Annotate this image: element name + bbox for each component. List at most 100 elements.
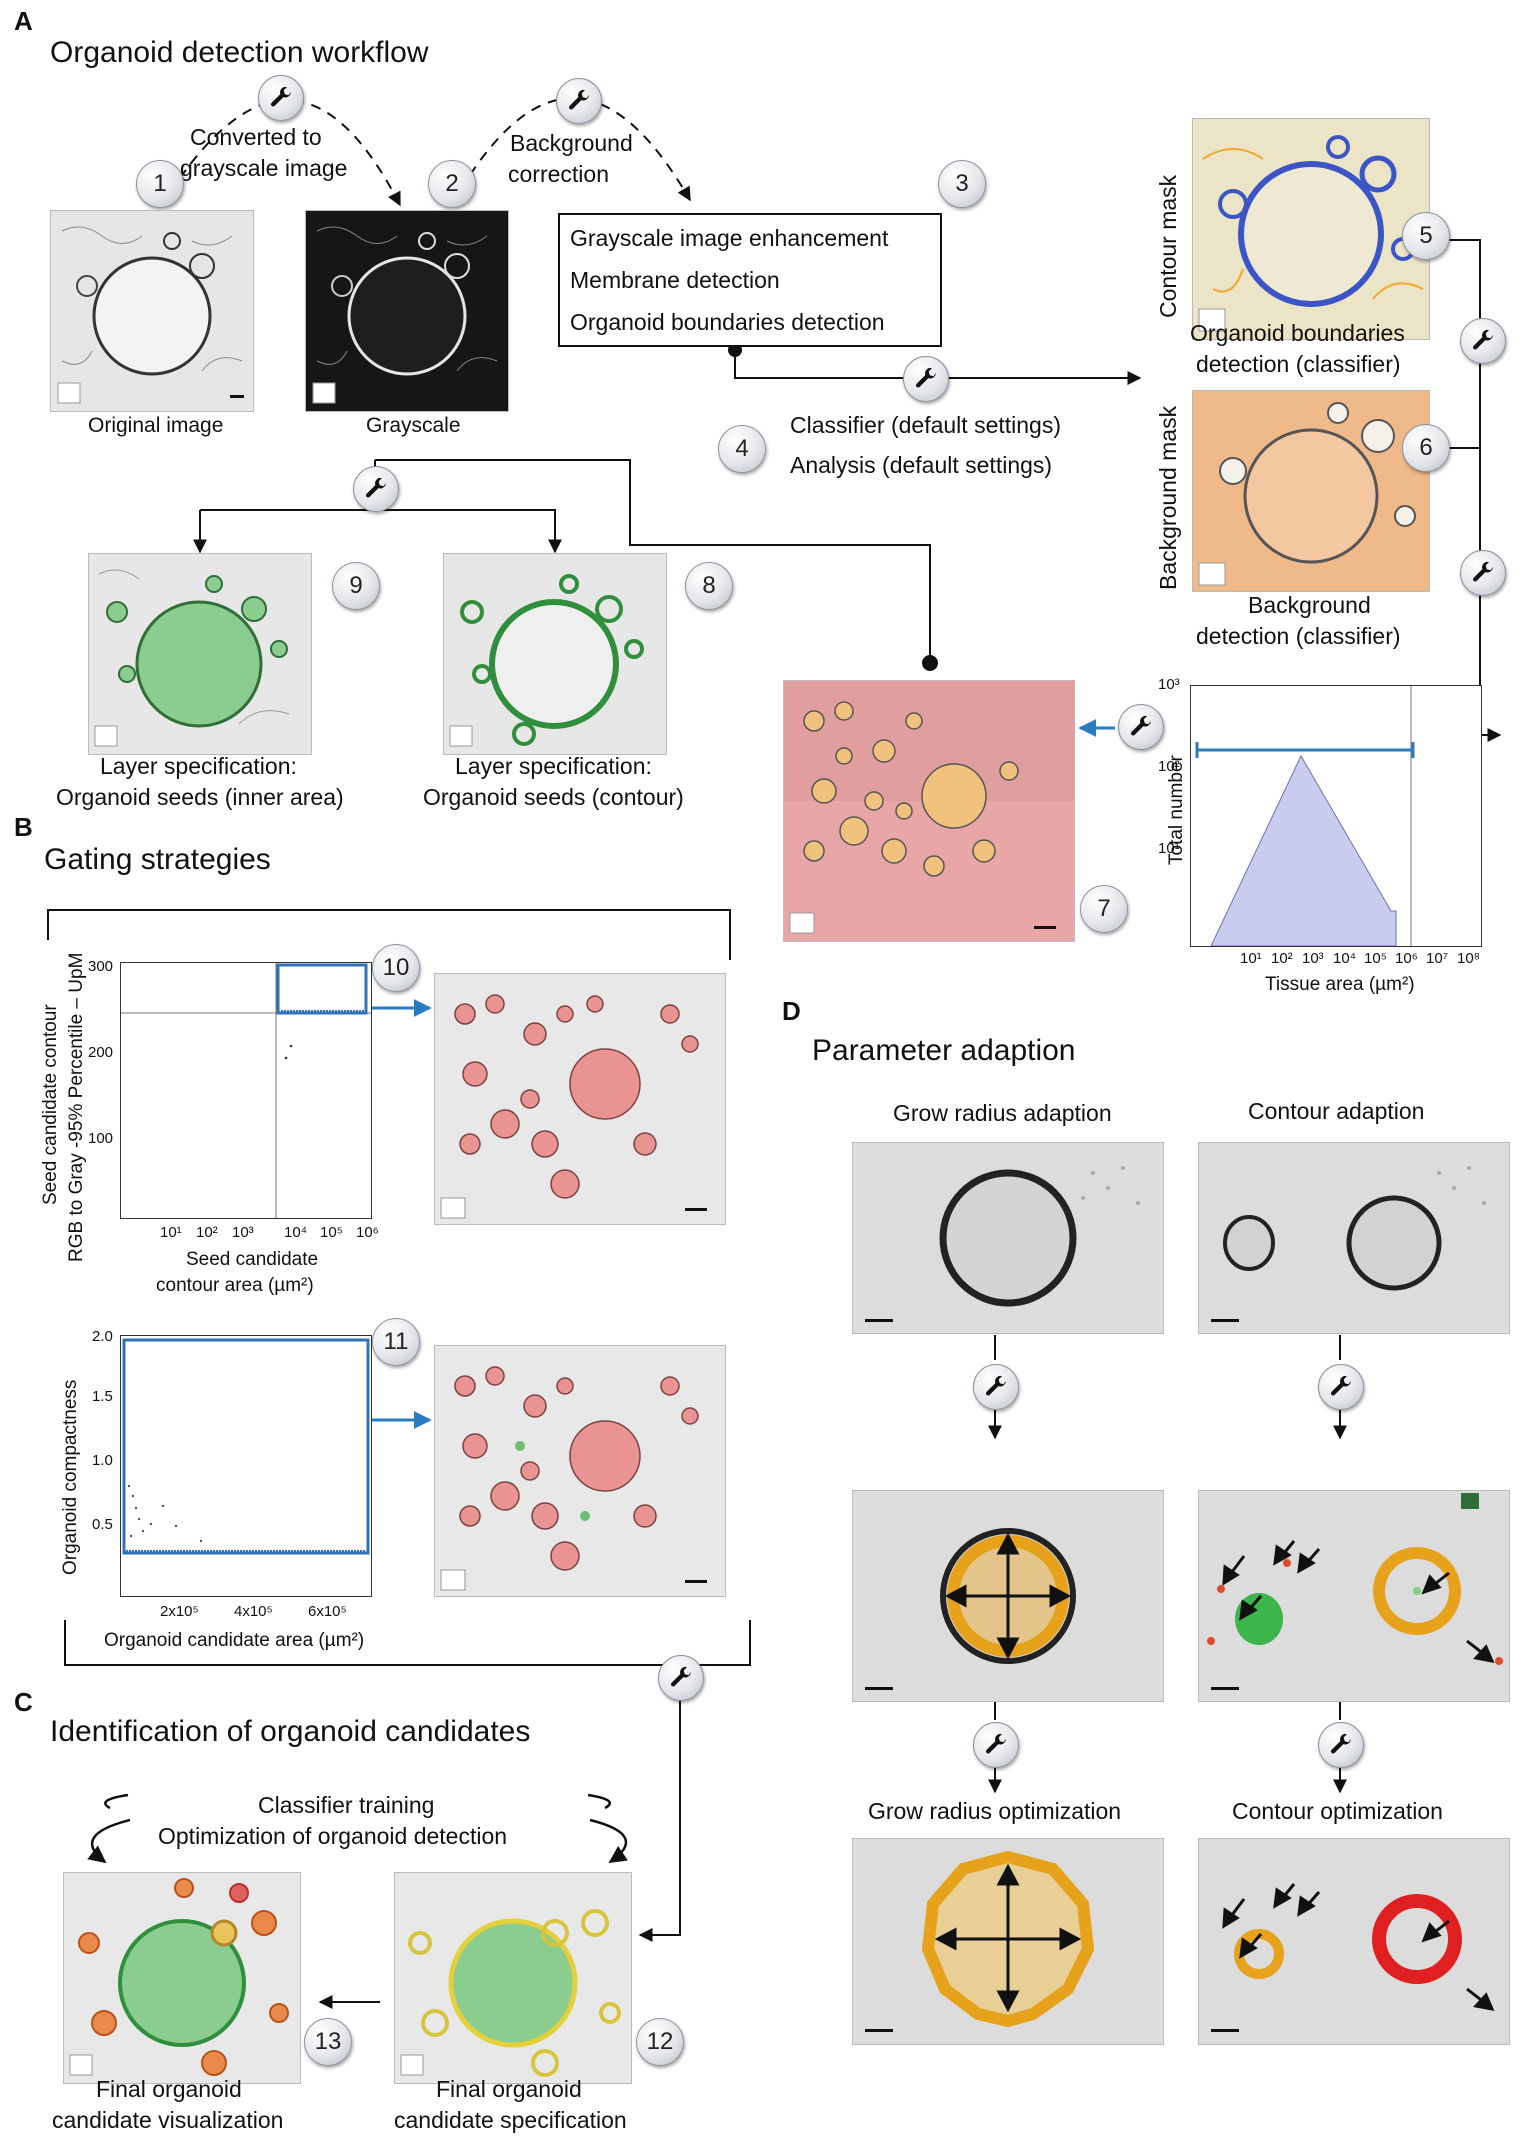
seeds-contour-image <box>443 553 667 755</box>
scatter1-ytick: 300 <box>88 958 114 975</box>
wrench-icon <box>1118 704 1164 750</box>
panel-letter-d: D <box>782 996 801 1026</box>
scatter2-ylabel: Organoid compactness <box>60 1379 81 1575</box>
scatter1-xtick: 10² <box>196 1224 218 1241</box>
arc1-label-line1: Converted to <box>190 124 322 150</box>
panel-b-title: Gating strategies <box>44 843 271 876</box>
wrench-icon <box>1460 550 1506 596</box>
tissue-area-histogram <box>1190 685 1482 947</box>
step-2-badge: 2 <box>428 160 476 208</box>
arc-arrow-2 <box>469 97 691 202</box>
hist-xtick: 10³ <box>1302 950 1324 967</box>
box-line-membrane: Membrane detection <box>570 267 780 293</box>
hist-ytick-100: 10² <box>1158 758 1180 775</box>
step-9-badge: 9 <box>332 562 380 610</box>
scatter1-xlabel-line2: contour area (µm²) <box>156 1275 314 1296</box>
scatter2-xtick: 4x10⁵ <box>234 1603 273 1620</box>
seeds-contour-caption-line2: Organoid seeds (contour) <box>423 784 684 810</box>
scatter1-xtick: 10¹ <box>160 1224 182 1241</box>
analysis-default-label: Analysis (default settings) <box>790 452 1053 478</box>
step-3-badge: 3 <box>938 160 986 208</box>
hist-xlabel: Tissue area (µm²) <box>1265 974 1415 995</box>
scatter2-ytick: 0.5 <box>92 1516 113 1533</box>
step-5-badge: 5 <box>1402 212 1450 260</box>
col-grow-radius-title: Grow radius adaption <box>893 1100 1112 1126</box>
final-visualization-image <box>63 1872 301 2084</box>
scatter2-ytick: 2.0 <box>92 1328 113 1345</box>
step-7-badge: 7 <box>1080 885 1128 933</box>
panel-letter-b: B <box>14 812 33 842</box>
scatter1-xtick: 10⁶ <box>356 1224 379 1241</box>
step-13-badge: 13 <box>304 2018 352 2066</box>
wrench-icon <box>353 466 399 512</box>
scatter2-xlabel: Organoid candidate area (µm²) <box>104 1630 365 1651</box>
wrench-icon <box>258 75 304 121</box>
panel-d-title: Parameter adaption <box>812 1034 1076 1067</box>
background-mask-label: Background mask <box>1155 405 1181 590</box>
gated-seeds-image <box>434 973 726 1225</box>
seeds-inner-image <box>88 553 312 755</box>
loop-line-classifier-training: Classifier training <box>258 1792 435 1818</box>
seeds-inner-caption-line1: Layer specification: <box>100 753 297 779</box>
scatter1-xlabel-line1: Seed candidate <box>186 1249 319 1270</box>
wrench-icon <box>903 356 949 402</box>
processing-steps-box: Grayscale image enhancement Membrane det… <box>558 213 942 347</box>
hist-xtick: 10⁸ <box>1457 950 1481 967</box>
scatter-seed-contour <box>120 962 372 1219</box>
scatter1-ylabel-line2: RGB to Gray -95% Percentile – UpM <box>66 952 87 1262</box>
arc1-label-line2: grayscale image <box>180 155 348 181</box>
scatter-compactness <box>120 1335 372 1597</box>
panel-c-title: Identification of organoid candidates <box>50 1715 531 1748</box>
panel-letter-a: A <box>14 6 33 36</box>
contour-raw-image <box>1198 1142 1510 1334</box>
hist-xtick: 10⁵ <box>1364 950 1387 967</box>
contour-mask-label: Contour mask <box>1155 174 1181 318</box>
step-12-badge: 12 <box>636 2018 684 2066</box>
final-vis-caption-line1: Final organoid <box>96 2076 242 2102</box>
contour-adapted-image <box>1198 1490 1510 1702</box>
seeds-contour-caption-line1: Layer specification: <box>455 753 652 779</box>
final-spec-caption-line2: candidate specification <box>394 2107 627 2133</box>
contour-optimized-image <box>1198 1838 1510 2045</box>
wrench-icon <box>1318 1722 1364 1768</box>
scatter1-xtick: 10³ <box>232 1224 254 1241</box>
contour-caption-line2: detection (classifier) <box>1196 351 1401 377</box>
box-line-enhancement: Grayscale image enhancement <box>570 225 889 251</box>
background-caption-line2: detection (classifier) <box>1196 623 1401 649</box>
grow-radius-raw-image <box>852 1142 1164 1334</box>
scatter1-ytick: 200 <box>88 1044 114 1061</box>
contour-optimization-title: Contour optimization <box>1232 1798 1443 1824</box>
scatter2-ytick: 1.0 <box>92 1452 113 1469</box>
contour-caption-line1: Organoid boundaries <box>1190 320 1405 346</box>
scatter2-xtick: 2x10⁵ <box>160 1603 199 1620</box>
scatter1-xtick: 10⁴ <box>284 1224 308 1241</box>
final-specification-image <box>394 1872 632 2084</box>
hist-xtick: 10⁷ <box>1426 950 1449 967</box>
scatter2-xticks: 2x10⁵ 4x10⁵ 6x10⁵ <box>160 1603 380 1623</box>
panel-a-title: Organoid detection workflow <box>50 36 429 69</box>
panel-letter-c: C <box>14 1687 33 1717</box>
grow-radius-optimization-title: Grow radius optimization <box>868 1798 1122 1824</box>
scatter1-xtick: 10⁵ <box>320 1224 343 1241</box>
hist-xtick: 10⁶ <box>1395 950 1418 967</box>
wrench-icon <box>973 1364 1019 1410</box>
arc2-label-line1: Background <box>510 130 633 156</box>
wrench-icon <box>658 1655 704 1701</box>
combined-result-image <box>783 680 1075 942</box>
step-11-badge: 11 <box>372 1318 420 1366</box>
wrench-icon <box>556 78 602 124</box>
final-vis-caption-line2: candidate visualization <box>52 2107 284 2133</box>
wrench-icon <box>1460 318 1506 364</box>
step-1-badge: 1 <box>136 160 184 208</box>
scatter1-ytick: 100 <box>88 1130 114 1147</box>
step-6-badge: 6 <box>1402 424 1450 472</box>
scatter2-ytick: 1.5 <box>92 1388 113 1405</box>
wrench-icon <box>973 1722 1019 1768</box>
scatter2-xtick: 6x10⁵ <box>308 1603 347 1620</box>
box-line-boundaries: Organoid boundaries detection <box>570 309 885 335</box>
scatter1-xticks: 10¹ 10² 10³ 10⁴ 10⁵ 10⁶ <box>160 1224 380 1244</box>
hist-ytick-10: 10¹ <box>1158 840 1180 857</box>
final-spec-caption-line1: Final organoid <box>436 2076 582 2102</box>
background-mask-image <box>1192 390 1430 592</box>
classifier-default-label: Classifier (default settings) <box>790 412 1061 438</box>
